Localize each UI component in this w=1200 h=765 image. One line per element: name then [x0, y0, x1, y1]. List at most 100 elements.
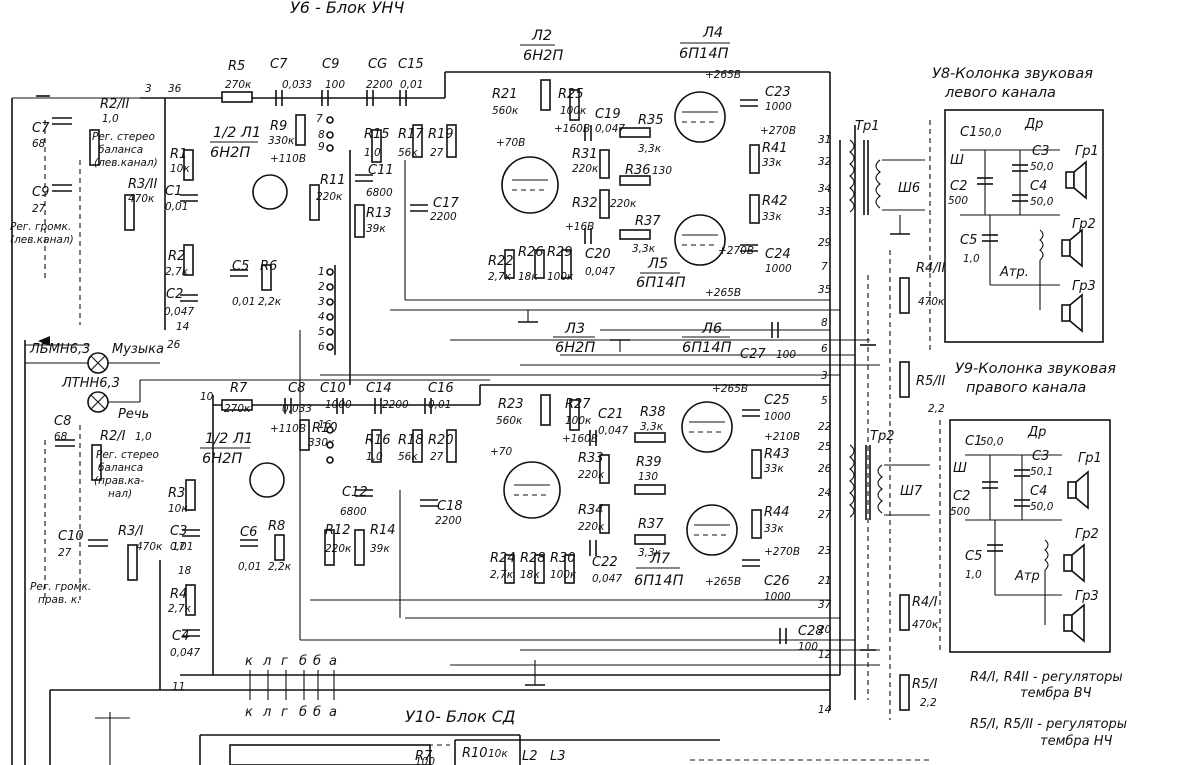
r37-value: 3,3к — [632, 243, 656, 255]
pin-label: 21 — [818, 575, 831, 587]
r6-value: 2,2к — [258, 296, 282, 308]
r8-label: R8 — [268, 519, 285, 534]
c23-label: C23 — [765, 85, 791, 100]
tube-l6-type: 6П14П — [682, 340, 732, 356]
r15-value: 1,0 — [364, 147, 381, 159]
pin-label: 12 — [818, 649, 832, 661]
r11-body — [309, 184, 320, 221]
speaker-cabinet-left: C1 50,0 Др C3 50,0 C4 50,0 Ш C2 500 C5 1… — [944, 109, 1104, 343]
r3i-body — [127, 544, 138, 581]
c9l-value: 27 — [32, 203, 46, 215]
c1s-label: C1 — [960, 125, 977, 140]
balance-left-line1: Рег. стерео — [92, 131, 155, 143]
r8-value: 2,2к — [268, 561, 292, 573]
r32-body — [599, 189, 610, 219]
voltage-70-l2: +70В — [496, 137, 525, 149]
voltage-265-l5: +265В — [705, 287, 741, 299]
c8-value: 0,033 — [282, 403, 312, 415]
c1r-label: C1 — [965, 434, 982, 449]
pin-label: 18 — [178, 565, 192, 577]
lamp-music-label: Музыка — [112, 342, 164, 357]
r1-label: R1 — [170, 147, 187, 162]
c7-value: 0,033 — [282, 79, 312, 91]
tr1-secondary — [875, 159, 881, 209]
r28-body — [534, 554, 545, 584]
voltage-210: +210В — [764, 431, 800, 443]
r16-label: R16 — [365, 433, 391, 448]
r20-body — [446, 429, 457, 463]
block-u10-fragment: R7 100 R10 10к L2 L3 — [229, 744, 566, 765]
c18-label: C18 — [437, 499, 463, 514]
voltage-110-l1a: +110В — [270, 153, 306, 165]
r24-body — [504, 554, 515, 584]
tube-l4-type: 6П14П — [679, 46, 729, 62]
r11-value: 220к — [316, 191, 343, 203]
pin-label: 29 — [818, 237, 832, 249]
r14-body — [354, 529, 365, 566]
r25-body — [569, 89, 580, 121]
r41-value: 33к — [762, 157, 782, 169]
r19-body — [446, 124, 457, 158]
r13-body — [354, 204, 365, 238]
attenuator-label: Атр. — [999, 265, 1029, 280]
c2-value: 0,047 — [164, 306, 194, 318]
r21-body — [540, 79, 551, 111]
r44-body — [751, 509, 762, 539]
block-title-u6: У6 - Блок УНЧ — [290, 0, 404, 17]
pin-label: 10 — [200, 391, 214, 403]
c14-value: 2200 — [382, 399, 409, 411]
pin-label: 17 — [172, 541, 186, 553]
tr2-label: Тр2 — [870, 429, 894, 444]
block-title-u8-line2: левого канала — [944, 85, 1056, 101]
r21-label: R21 — [492, 87, 518, 102]
c5r-value: 1,0 — [965, 569, 982, 581]
r37-body — [619, 229, 651, 240]
r27-label: R27 — [565, 397, 591, 412]
c3-value: 0,01 — [170, 541, 193, 553]
c3s-value: 50,0 — [1030, 161, 1054, 173]
c1s-value: 50,0 — [978, 127, 1002, 139]
c3r-value: 50,1 — [1030, 466, 1053, 478]
c10l-value: 27 — [58, 547, 72, 559]
c4s-label: C4 — [1030, 179, 1047, 194]
r22-label: R22 — [488, 254, 514, 269]
r19-label: R19 — [428, 127, 454, 142]
r13-label: R13 — [366, 206, 392, 221]
r2-value: 2,7к — [165, 266, 189, 278]
r18-body — [412, 429, 423, 463]
balance-left-line3: (лев.канал) — [94, 157, 158, 169]
switch-contacts — [326, 116, 351, 464]
cg-label: CG — [368, 57, 387, 72]
bus-letter: а — [329, 705, 337, 720]
r10b-label: R10 — [462, 746, 488, 761]
r31-label: R31 — [572, 147, 598, 162]
r28-label: R28 — [520, 551, 546, 566]
c8l-label: C8 — [54, 414, 71, 429]
tr2-secondary — [877, 464, 883, 514]
note-lf-line1: R5/I, R5/II - регуляторы — [970, 717, 1127, 732]
r4-body — [185, 584, 196, 616]
tube-l3-envelope — [503, 461, 561, 519]
r15-label: R15 — [364, 127, 390, 142]
r20-label: R20 — [428, 433, 454, 448]
pin-label: 26 — [167, 339, 181, 351]
tube-l5-label: Л5 — [647, 256, 668, 272]
note-lf-line2: тембра НЧ — [1040, 734, 1113, 749]
r5i-body — [899, 674, 910, 711]
pin-label: 34 — [818, 183, 831, 195]
c2s-value: 500 — [948, 195, 968, 207]
c5s-value: 1,0 — [963, 253, 980, 265]
c6-value: 0,01 — [238, 561, 261, 573]
tr1-label: Тр1 — [855, 119, 879, 134]
r35-value: 3,3к — [638, 143, 662, 155]
tube-l1b-envelope — [249, 462, 285, 498]
r5-label: R5 — [228, 59, 245, 74]
r18-label: R18 — [398, 433, 424, 448]
c4-value: 0,047 — [170, 647, 200, 659]
terminal-pins: 3 36 26 10 17 18 11 31 32 34 33 29 7 35 … — [145, 83, 832, 716]
r44-value: 33к — [764, 523, 784, 535]
r41-body — [749, 144, 760, 174]
r36-label: R36 — [625, 163, 651, 178]
r20-value: 27 — [430, 451, 444, 463]
